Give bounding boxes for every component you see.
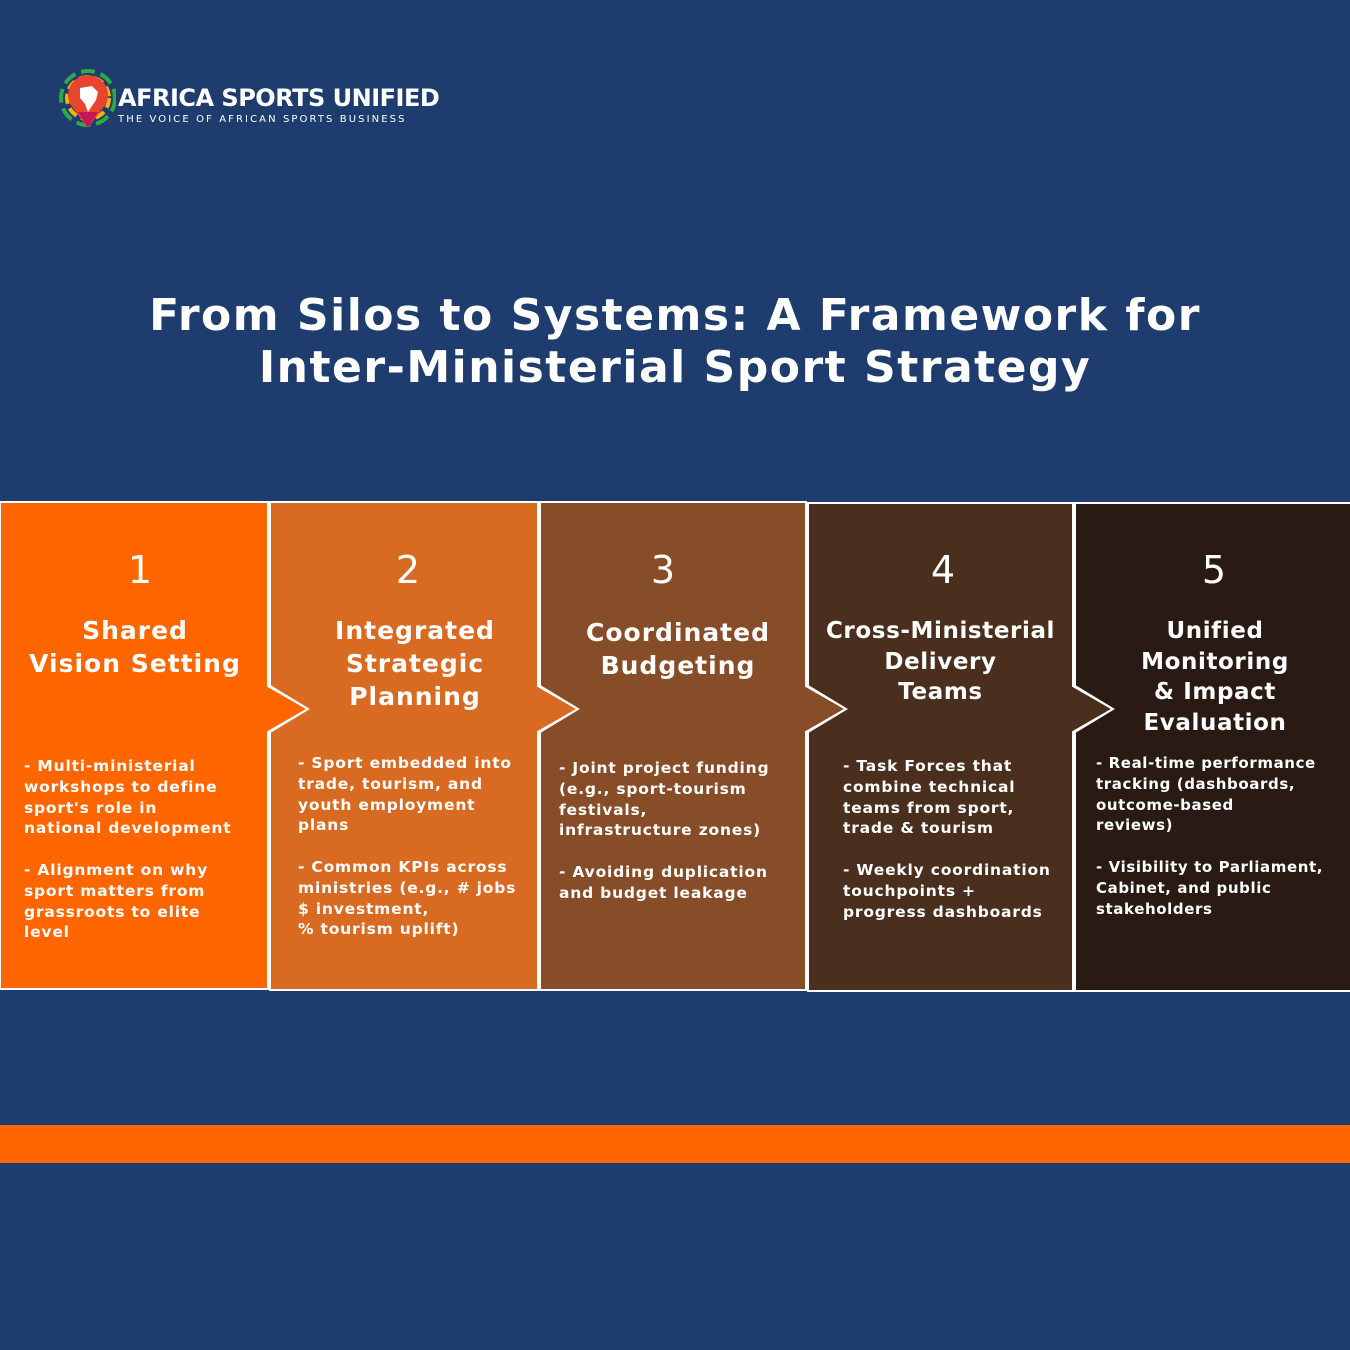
step-5-title: Unified Monitoring & Impact Evaluation (1090, 616, 1340, 738)
step-5-body: - Real-time performance tracking (dashbo… (1096, 754, 1324, 918)
brand-name: AFRICA SPORTS UNIFIED (118, 84, 440, 112)
step-4-title: Cross-Ministerial Delivery Teams (808, 616, 1073, 708)
accent-bar (0, 1125, 1350, 1163)
step-2-shape (269, 501, 581, 991)
step-3-shape (539, 501, 849, 991)
step-3-title: Coordinated Budgeting (548, 616, 808, 682)
brand-tagline: THE VOICE OF AFRICAN SPORTS BUSINESS (118, 114, 407, 125)
step-4-body: - Task Forces that combine technical tea… (843, 757, 1051, 921)
step-4-title-text: Cross-Ministerial Delivery Teams (825, 618, 1056, 705)
step-2-title: Integrated Strategic Planning (290, 614, 540, 713)
step-1-title: Shared Vision Setting (10, 614, 260, 680)
step-1-number: 1 (127, 548, 153, 592)
step-2-body: - Sport embedded into trade, tourism, an… (298, 754, 517, 939)
step-1-title-text: Shared Vision Setting (29, 616, 241, 678)
brand-logo: AFRICA SPORTS UNIFIED THE VOICE OF AFRIC… (58, 68, 440, 132)
step-3-body: - Joint project funding (e.g., sport-tou… (559, 759, 770, 902)
step-3-number: 3 (650, 548, 676, 592)
step-4-shape (807, 502, 1116, 992)
step-4-number: 4 (930, 548, 956, 592)
page-title-line-2: Inter-Ministerial Sport Strategy (258, 342, 1092, 393)
page-title-line-1: From Silos to Systems: A Framework for (149, 290, 1201, 341)
step-5-title-text: Unified Monitoring & Impact Evaluation (1141, 618, 1289, 736)
step-2-number: 2 (395, 548, 421, 592)
step-5-number: 5 (1201, 548, 1227, 592)
step-5-shape (1074, 502, 1350, 992)
africa-pin-logo-icon (59, 69, 116, 128)
step-3-title-text: Coordinated Budgeting (586, 618, 770, 680)
page-title: From Silos to Systems: A Framework for I… (40, 290, 1310, 394)
step-1-body: - Multi-ministerial workshops to define … (24, 757, 232, 942)
step-2-title-text: Integrated Strategic Planning (335, 616, 495, 711)
